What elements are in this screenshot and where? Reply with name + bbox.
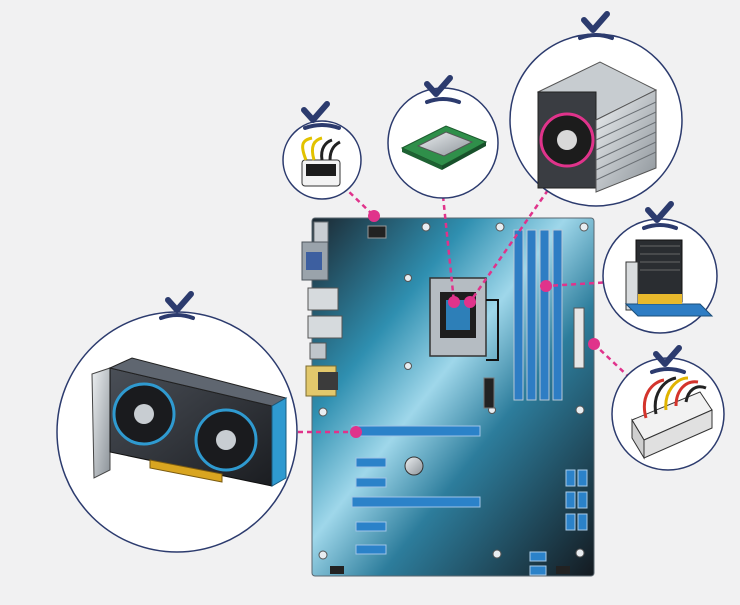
pcie-slots xyxy=(351,425,481,555)
graphics-card-icon xyxy=(91,357,288,487)
check-icon-gpu xyxy=(159,291,195,320)
cpu-callout xyxy=(387,87,499,199)
connector-dots xyxy=(350,210,600,438)
check-icon-memory xyxy=(642,201,678,230)
cpu-chip-icon xyxy=(400,125,488,170)
check-icon-cpu xyxy=(424,75,461,104)
eps-power-connector-callout xyxy=(282,120,362,200)
check-icon-atx xyxy=(650,345,686,374)
sata-ports xyxy=(529,469,588,576)
mounting-holes xyxy=(317,222,589,560)
atx-24pin-connector-icon xyxy=(631,376,713,460)
connector-lines xyxy=(298,185,631,434)
cpu-cooler-icon xyxy=(536,61,658,193)
atx-header xyxy=(573,307,585,369)
dimm-memory-icon xyxy=(624,239,714,317)
check-icon-cooler xyxy=(578,11,614,40)
graphics-card-callout xyxy=(56,311,298,553)
memory-module-callout xyxy=(602,218,718,334)
cmos-battery xyxy=(404,456,424,476)
eps-header xyxy=(367,225,387,239)
check-marks xyxy=(159,11,686,374)
check-icon-eps xyxy=(301,101,341,130)
cpu-cooler-callout xyxy=(509,33,683,207)
dimm-slots xyxy=(513,229,563,401)
audio-header xyxy=(330,566,344,574)
motherboard xyxy=(301,217,595,577)
m2-slot xyxy=(483,377,495,409)
front-panel-header xyxy=(556,566,570,574)
rear-io-panel xyxy=(301,221,343,397)
atx-power-connector-callout xyxy=(611,357,725,471)
eps-8pin-connector-icon xyxy=(301,136,341,187)
